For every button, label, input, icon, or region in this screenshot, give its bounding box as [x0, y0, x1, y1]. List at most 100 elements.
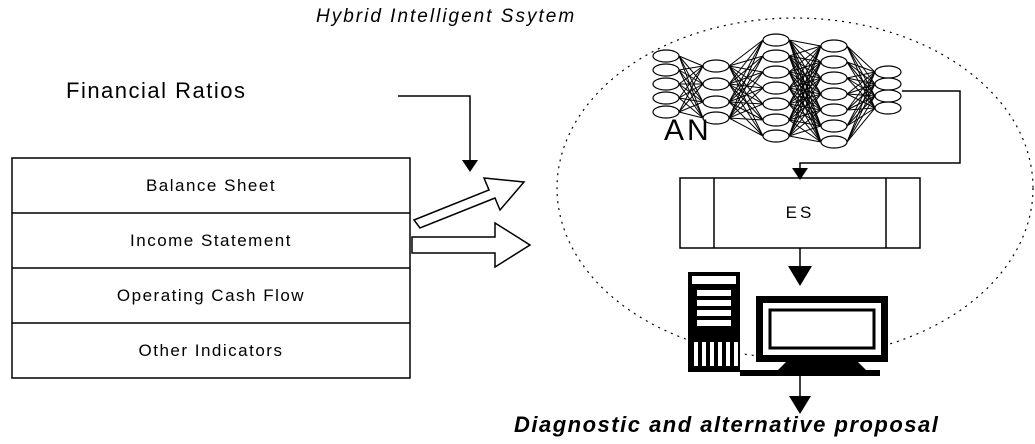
- neural-link: [678, 55, 704, 103]
- neuron-node: [820, 39, 848, 53]
- neural-link: [728, 83, 764, 105]
- neural-link: [846, 45, 876, 73]
- input-table: [11, 157, 411, 379]
- neural-link: [846, 71, 876, 79]
- neural-link: [846, 71, 876, 143]
- neural-network-nodes: [652, 33, 902, 149]
- neural-link: [788, 77, 822, 137]
- neuron-node: [702, 111, 730, 125]
- neuron-node: [652, 77, 680, 91]
- neural-link: [846, 71, 876, 127]
- input-arrow-upper: [412, 177, 526, 229]
- neural-link: [728, 39, 764, 119]
- neural-link: [678, 69, 704, 103]
- neural-link: [788, 45, 822, 73]
- neural-link: [678, 69, 704, 85]
- neuron-node: [652, 49, 680, 63]
- neural-link: [846, 83, 876, 143]
- neuron-node: [874, 77, 902, 91]
- neural-link: [678, 65, 704, 113]
- neural-link: [846, 95, 876, 111]
- neural-link: [728, 65, 764, 105]
- monitor-icon: [740, 296, 888, 376]
- neural-link: [678, 111, 704, 119]
- neural-link: [728, 39, 764, 85]
- neural-link: [728, 83, 764, 121]
- neuron-node: [820, 87, 848, 101]
- neural-link: [846, 93, 876, 97]
- neural-link: [678, 55, 704, 67]
- neural-link: [846, 83, 876, 127]
- neural-network-label: AN: [664, 114, 712, 147]
- neural-link: [846, 45, 876, 109]
- neuron-node: [820, 71, 848, 85]
- neural-link: [788, 61, 822, 137]
- neural-link: [678, 83, 704, 113]
- neural-link: [728, 117, 764, 137]
- neural-link: [728, 117, 764, 121]
- neuron-node: [702, 77, 730, 91]
- neural-link: [728, 71, 764, 119]
- neural-link: [788, 93, 822, 137]
- neural-link: [846, 95, 876, 127]
- input-arrow-lower: [411, 221, 532, 269]
- neuron-node: [820, 119, 848, 133]
- neural-link: [728, 55, 764, 67]
- neuron-node: [762, 113, 790, 127]
- neuron-node: [762, 65, 790, 79]
- output-label: Diagnostic and alternative proposal: [514, 412, 940, 437]
- neuron-node: [874, 65, 902, 79]
- neural-link: [728, 65, 764, 121]
- diagram-title: Hybrid Intelligent Ssytem: [316, 6, 577, 27]
- input-item-other-indicators: Other Indicators: [138, 341, 284, 360]
- es-to-computer-arrow: [788, 248, 812, 286]
- neural-link: [728, 87, 764, 119]
- neural-link: [788, 45, 822, 89]
- neural-link: [788, 125, 822, 137]
- neuron-node: [762, 33, 790, 47]
- neuron-node: [652, 91, 680, 105]
- neuron-node: [762, 97, 790, 111]
- neural-link: [678, 83, 704, 119]
- neural-link: [678, 65, 704, 71]
- tower-icon: [688, 272, 740, 372]
- neuron-node: [820, 103, 848, 117]
- neural-link: [678, 83, 704, 103]
- neural-link: [728, 65, 764, 89]
- neural-link: [846, 61, 876, 73]
- neural-link: [678, 83, 704, 99]
- neural-link: [678, 65, 704, 99]
- input-item-income-statement: Income Statement: [130, 231, 292, 250]
- neural-link: [678, 69, 704, 119]
- expert-system-label: ES: [785, 203, 815, 222]
- neural-link: [728, 65, 764, 137]
- financial-ratios-label: Financial Ratios: [66, 78, 247, 103]
- neural-link: [678, 101, 704, 113]
- neural-link: [788, 109, 822, 137]
- neural-link: [678, 65, 704, 85]
- neuron-node: [702, 59, 730, 73]
- neural-link: [788, 45, 822, 105]
- ratios-connector: [398, 95, 478, 172]
- nn-to-es-connector: [792, 90, 961, 180]
- neuron-node: [820, 55, 848, 69]
- neural-link: [678, 55, 704, 119]
- neuron-node: [874, 101, 902, 115]
- neural-link: [788, 135, 822, 143]
- neural-link: [846, 107, 876, 127]
- neuron-node: [762, 81, 790, 95]
- neural-link: [788, 45, 822, 121]
- neural-link: [788, 39, 822, 47]
- neural-link: [846, 71, 876, 95]
- neural-link: [846, 95, 876, 143]
- neural-link: [846, 83, 876, 111]
- neural-link: [678, 55, 704, 85]
- neural-link: [846, 93, 876, 109]
- neural-link: [728, 103, 764, 119]
- neural-network-links: [678, 39, 876, 143]
- neural-link: [846, 83, 876, 95]
- neural-link: [678, 97, 704, 119]
- neuron-node: [762, 129, 790, 143]
